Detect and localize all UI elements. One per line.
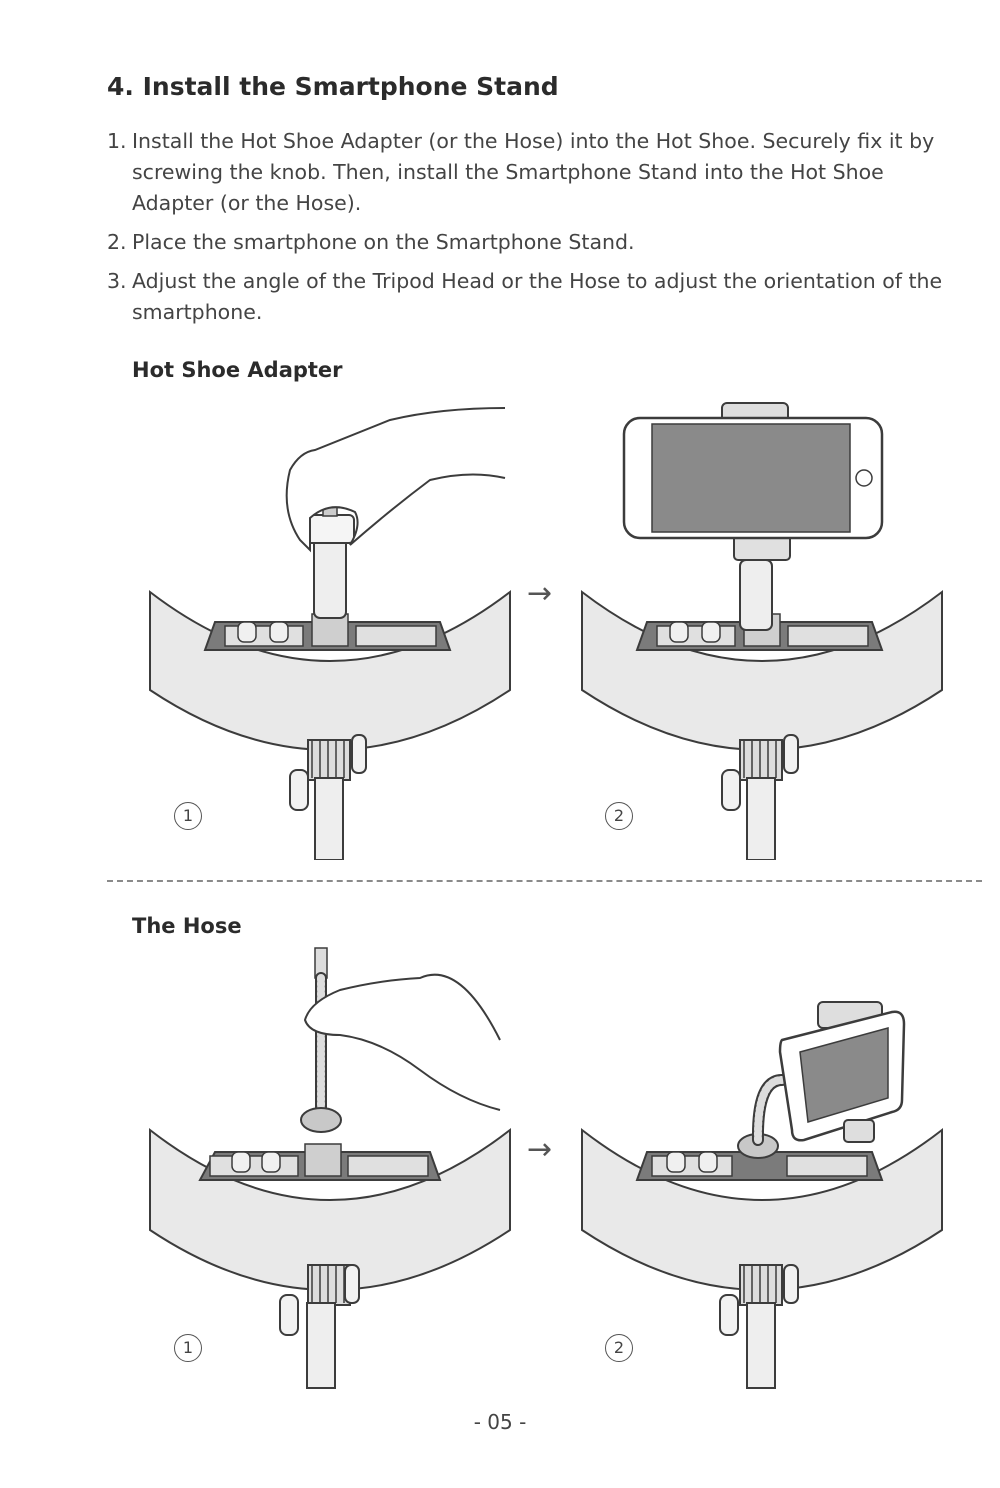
step-text: Install the Hot Shoe Adapter (or the Hos… (132, 129, 935, 215)
instruction-step: 3.Adjust the angle of the Tripod Head or… (107, 266, 967, 328)
illustration-smartphone-mounted (581, 402, 943, 860)
illustration-install-hose (149, 947, 511, 1389)
step-number: 2. (107, 230, 127, 254)
step-number: 3. (107, 269, 127, 293)
step-number: 1. (107, 129, 127, 153)
step-marker: 1 (174, 1334, 202, 1362)
step-text: Adjust the angle of the Tripod Head or t… (132, 269, 943, 324)
section-title-the-hose: The Hose (132, 914, 242, 938)
step-marker: 1 (174, 802, 202, 830)
arrow-icon: → (527, 576, 553, 611)
illustration-install-adapter (149, 407, 511, 860)
step-marker: 2 (605, 802, 633, 830)
instruction-list: 1.Install the Hot Shoe Adapter (or the H… (107, 126, 967, 336)
step-marker: 2 (605, 1334, 633, 1362)
step-text: Place the smartphone on the Smartphone S… (132, 230, 635, 254)
page-heading: 4. Install the Smartphone Stand (107, 72, 559, 101)
section-title-hot-shoe-adapter: Hot Shoe Adapter (132, 358, 343, 382)
instruction-step: 1.Install the Hot Shoe Adapter (or the H… (107, 126, 967, 219)
page-number: - 05 - (473, 1410, 527, 1434)
instruction-step: 2.Place the smartphone on the Smartphone… (107, 227, 967, 258)
section-divider (107, 880, 982, 882)
illustration-phone-on-hose (581, 1001, 943, 1389)
arrow-icon: → (527, 1132, 553, 1167)
